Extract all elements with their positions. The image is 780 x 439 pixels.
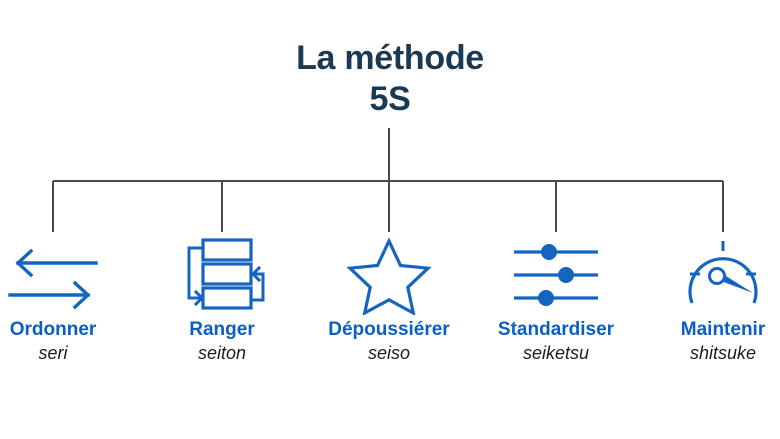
title-line-2: 5S [369,80,411,118]
step-depoussierer[interactable]: Dépoussiérer seiso [311,232,467,364]
step-label-fr: Maintenir [680,319,766,340]
step-label-fr: Dépoussiérer [328,319,450,340]
gauge-icon [645,232,780,318]
step-label-fr: Standardiser [497,319,615,340]
two-opposing-arrows-icon [0,232,131,318]
step-label-jp: shitsuke [689,343,757,363]
page-title: La méthode 5S [0,38,780,120]
sliders-icon [478,232,634,318]
step-label-fr: Ranger [189,319,255,340]
stacked-boxes-cycle-icon [144,232,300,318]
step-ordonner[interactable]: Ordonner seri [0,232,131,364]
steps-row: Ordonner seri Ranger [0,232,780,392]
step-standardiser[interactable]: Standardiser seiketsu [478,232,634,364]
step-label-jp: seiso [367,343,411,363]
step-label-fr: Ordonner [9,319,97,340]
step-label-jp: seiketsu [522,343,590,363]
title-line-1: La méthode [296,39,484,77]
step-label-jp: seiton [197,343,247,363]
step-maintenir[interactable]: Maintenir shitsuke [645,232,780,364]
star-icon [311,232,467,318]
step-ranger[interactable]: Ranger seiton [144,232,300,364]
step-label-jp: seri [38,343,68,363]
